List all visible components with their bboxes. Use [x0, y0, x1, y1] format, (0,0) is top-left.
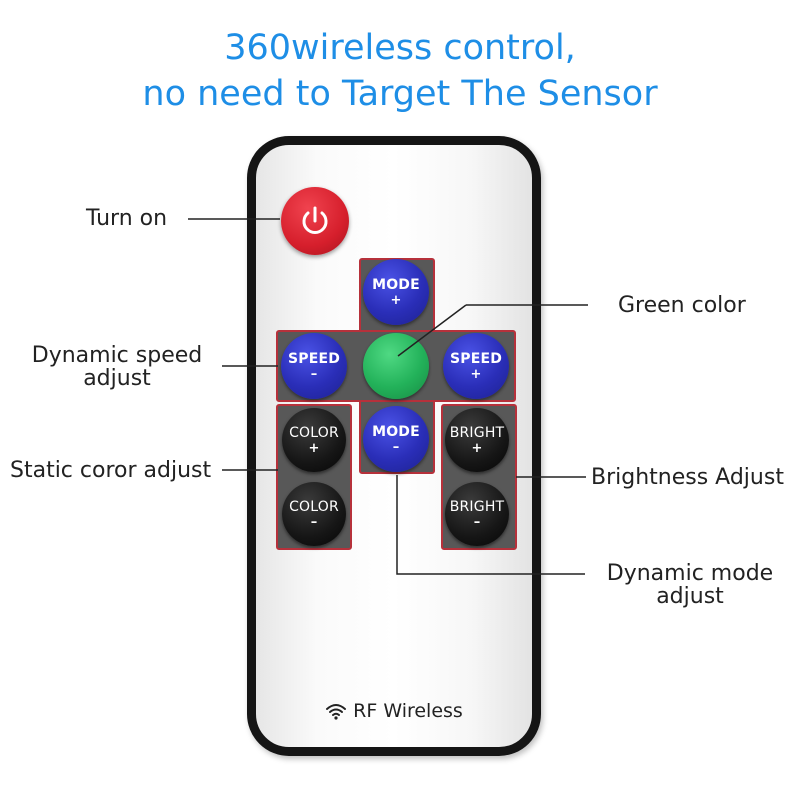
bright-minus-button[interactable]: BRIGHT –	[445, 482, 509, 546]
bright-plus-label: BRIGHT	[449, 424, 505, 441]
speed-minus-symbol: –	[310, 366, 318, 382]
headline-line-2: no need to Target The Sensor	[142, 74, 658, 114]
bright-minus-symbol: –	[473, 514, 481, 530]
bright-minus-label: BRIGHT	[449, 498, 505, 515]
headline-line-1: 360wireless control,	[224, 28, 576, 68]
speed-plus-symbol: +	[470, 366, 482, 382]
color-minus-button[interactable]: COLOR –	[282, 482, 346, 546]
callout-dynamic-mode-line-1: Dynamic mode	[606, 561, 774, 586]
callout-dynamic-speed: Dynamic speed adjust	[24, 344, 210, 390]
mode-plus-button[interactable]: MODE +	[363, 259, 429, 325]
speed-plus-button[interactable]: SPEED +	[443, 333, 509, 399]
mode-minus-symbol: –	[392, 439, 400, 455]
callout-dynamic-speed-line-2: adjust	[83, 366, 151, 391]
line-green-color	[397, 304, 467, 357]
mode-plus-symbol: +	[390, 292, 402, 308]
callout-brightness: Brightness Adjust	[591, 465, 784, 490]
callout-dynamic-speed-line-1: Dynamic speed	[31, 343, 203, 368]
mode-minus-button[interactable]: MODE –	[363, 406, 429, 472]
callout-dynamic-mode-line-2: adjust	[656, 584, 724, 609]
power-button[interactable]	[281, 187, 349, 255]
color-minus-label: COLOR	[289, 498, 339, 515]
callout-dynamic-mode: Dynamic mode adjust	[600, 562, 780, 608]
color-plus-symbol: +	[308, 440, 320, 456]
rf-wireless-footer: RF Wireless	[247, 700, 541, 722]
mode-minus-label: MODE	[372, 423, 420, 440]
color-minus-symbol: –	[310, 514, 318, 530]
color-plus-label: COLOR	[289, 424, 339, 441]
callout-turn-on: Turn on	[86, 206, 168, 231]
speed-plus-label: SPEED	[449, 350, 503, 367]
line-dynamic-mode	[396, 475, 585, 575]
green-color-button[interactable]	[363, 333, 429, 399]
bright-plus-symbol: +	[471, 440, 483, 456]
speed-minus-button[interactable]: SPEED –	[281, 333, 347, 399]
wifi-icon	[326, 704, 347, 720]
color-plus-button[interactable]: COLOR +	[282, 408, 346, 472]
callout-green-color: Green color	[618, 293, 746, 318]
power-icon	[302, 206, 328, 234]
rf-wireless-label: RF Wireless	[353, 700, 463, 722]
callout-static-color: Static coror adjust	[10, 458, 212, 483]
bright-plus-button[interactable]: BRIGHT +	[445, 408, 509, 472]
speed-minus-label: SPEED	[287, 350, 341, 367]
mode-plus-label: MODE	[372, 276, 420, 293]
